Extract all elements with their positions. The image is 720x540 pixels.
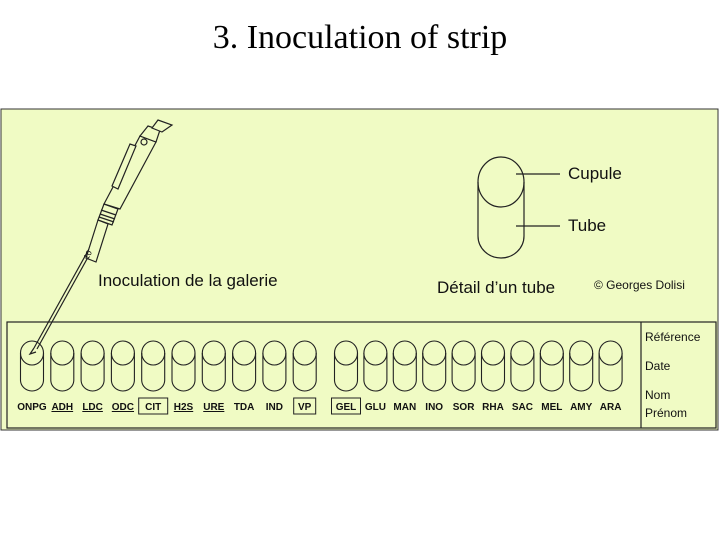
test-label: RHA: [482, 402, 504, 413]
test-label: ONPG: [17, 402, 47, 413]
strip-tube: [539, 340, 564, 392]
diagram-background: [0, 108, 719, 431]
strip-tubes: [19, 340, 623, 392]
slide-title: 3. Inoculation of strip: [212, 19, 508, 56]
test-label: MAN: [393, 402, 416, 413]
test-label-box: [331, 397, 361, 415]
info-field-nom: Nom: [645, 388, 670, 402]
strip-tube: [480, 340, 506, 392]
test-label: GEL: [336, 402, 357, 413]
strip-tube: [141, 340, 166, 392]
tube-detail-tube: [477, 182, 525, 259]
strip-tube: [50, 340, 75, 392]
tube-detail: [477, 156, 560, 259]
test-label: ADH: [51, 402, 73, 413]
strip-tube: [201, 340, 226, 392]
cupule-label: Cupule: [568, 164, 622, 183]
strip-tube: [510, 340, 535, 392]
test-label: MEL: [541, 402, 562, 413]
test-label-box: [138, 397, 169, 415]
test-label: URE: [203, 402, 224, 413]
pipette-illustration: [33, 119, 174, 350]
test-label: SAC: [512, 402, 533, 413]
strip-test-labels: ONPG ADH LDC ODC CIT H2S URE TDA IND VP GEL GLU MAN I…: [17, 397, 622, 415]
strip-tube: [451, 340, 476, 392]
strip-tube: [598, 340, 623, 392]
test-label: TDA: [234, 402, 255, 413]
strip-tube: [80, 340, 105, 392]
detail-label: Détail d’un tube: [437, 278, 555, 297]
strip-tube: [392, 340, 417, 392]
inoculation-label: Inoculation de la galerie: [98, 271, 278, 290]
tube-label: Tube: [568, 216, 606, 235]
test-label-box: [293, 397, 317, 415]
test-label: LDC: [82, 402, 103, 413]
test-label: CIT: [145, 402, 161, 413]
test-label: VP: [298, 402, 312, 413]
strip-tube: [110, 340, 135, 392]
test-label: AMY: [570, 402, 593, 413]
test-label: INO: [425, 402, 443, 413]
test-label: ODC: [112, 402, 134, 413]
strip-tube: [262, 340, 287, 392]
strip-tube: [19, 340, 45, 392]
strip-tube: [232, 340, 257, 392]
strip-tube: [171, 340, 196, 392]
strip-tube: [569, 340, 594, 392]
copyright-label: © Georges Dolisi: [594, 278, 685, 292]
test-label: GLU: [365, 402, 386, 413]
info-field-date: Date: [645, 359, 671, 373]
strip-tube: [422, 340, 447, 392]
strip-tube: [363, 340, 388, 392]
test-label: IND: [266, 402, 283, 413]
api-strip-diagram: 10 Inoculation de la galerie Cupule Tube…: [0, 108, 719, 431]
test-label: ARA: [600, 402, 622, 413]
strip-tube: [333, 340, 359, 392]
pipette-tip: [28, 347, 37, 356]
strip-frame: [6, 321, 717, 429]
strip-tube: [292, 340, 317, 392]
test-label: H2S: [174, 402, 194, 413]
info-field-prenom: Prénom: [645, 406, 687, 420]
info-field-reference: Référence: [645, 330, 701, 344]
test-label: SOR: [453, 402, 475, 413]
